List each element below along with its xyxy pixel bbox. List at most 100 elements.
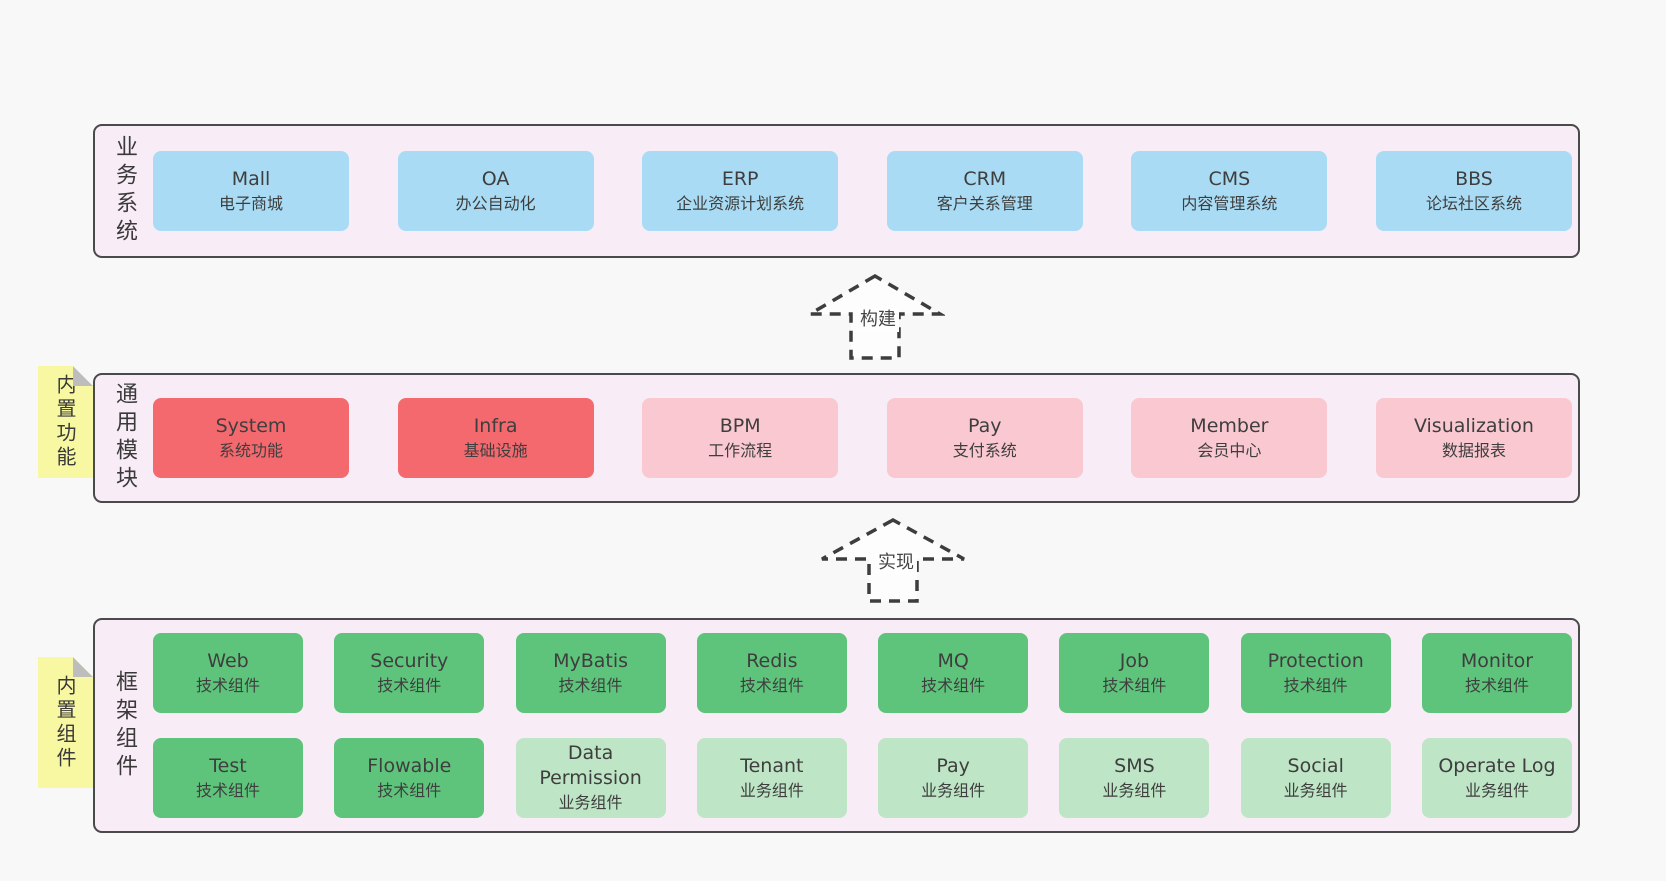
box-redis: Redis 技术组件 <box>696 633 847 713</box>
box-title: Member <box>1190 414 1269 437</box>
box-data-permission: Data Permission 业务组件 <box>515 738 666 818</box>
box-title: Flowable <box>367 754 452 777</box>
box-mall: Mall 电子商城 <box>153 151 349 231</box>
box-system: System 系统功能 <box>153 398 349 478</box>
box-subtitle: 业务组件 <box>921 780 986 800</box>
box-subtitle: 电子商城 <box>218 193 283 213</box>
box-subtitle: 会员中心 <box>1197 440 1262 460</box>
box-subtitle: 技术组件 <box>558 675 623 695</box>
box-subtitle: 工作流程 <box>708 440 773 460</box>
box-test: Test 技术组件 <box>153 738 303 818</box>
layer-business-systems: 业务系统 Mall 电子商城 OA 办公自动化 ERP 企业资源计划系统 CRM… <box>93 124 1580 258</box>
box-subtitle: 技术组件 <box>377 675 442 695</box>
box-web: Web 技术组件 <box>153 633 303 713</box>
box-title: MQ <box>937 649 969 672</box>
box-subtitle: 技术组件 <box>1464 675 1529 695</box>
box-subtitle: 业务组件 <box>739 780 804 800</box>
box-title: Social <box>1287 754 1344 777</box>
arrow-label-build: 构建 <box>857 308 899 332</box>
box-member: Member 会员中心 <box>1131 398 1328 478</box>
box-cms: CMS 内容管理系统 <box>1131 151 1328 231</box>
box-subtitle: 技术组件 <box>1102 675 1167 695</box>
box-security: Security 技术组件 <box>334 633 485 713</box>
sticky-note-label: 内置功能 <box>53 374 77 470</box>
box-title: Visualization <box>1413 414 1534 437</box>
sticky-note-built-in-features: 内置功能 <box>38 366 93 478</box>
box-subtitle: 支付系统 <box>952 440 1017 460</box>
box-mybatis: MyBatis 技术组件 <box>515 633 666 713</box>
box-subtitle: 技术组件 <box>1283 675 1348 695</box>
box-operate-log: Operate Log 业务组件 <box>1421 738 1572 818</box>
box-visualization: Visualization 数据报表 <box>1375 398 1572 478</box>
box-subtitle: 业务组件 <box>558 793 623 812</box>
box-tenant: Tenant 业务组件 <box>696 738 847 818</box>
box-subtitle: 客户关系管理 <box>936 193 1033 213</box>
component-boxes: Web 技术组件 Security 技术组件 MyBatis 技术组件 Redi… <box>153 620 1578 831</box>
box-subtitle: 业务组件 <box>1102 780 1167 800</box>
box-title: Tenant <box>740 754 804 777</box>
box-subtitle: 业务组件 <box>1283 780 1348 800</box>
box-subtitle: 技术组件 <box>377 780 442 800</box>
sticky-note-built-in-components: 内置组件 <box>38 657 93 788</box>
box-title: ERP <box>721 167 759 190</box>
box-subtitle: 企业资源计划系统 <box>676 193 805 213</box>
box-title: Pay <box>936 754 970 777</box>
box-job: Job 技术组件 <box>1059 633 1210 713</box>
box-mq: MQ 技术组件 <box>878 633 1029 713</box>
box-subtitle: 技术组件 <box>195 675 260 695</box>
box-title: System <box>215 414 287 437</box>
layer-common-modules: 通用模块 System 系统功能 Infra 基础设施 BPM 工作流程 Pay… <box>93 373 1580 503</box>
box-title: MyBatis <box>553 649 629 672</box>
box-bbs: BBS 论坛社区系统 <box>1375 151 1572 231</box>
box-subtitle: 技术组件 <box>921 675 986 695</box>
sticky-note-label: 内置组件 <box>53 674 77 771</box>
box-title: Monitor <box>1460 649 1534 672</box>
box-subtitle: 基础设施 <box>463 440 528 460</box>
box-title: Protection <box>1267 649 1364 672</box>
business-boxes: Mall 电子商城 OA 办公自动化 ERP 企业资源计划系统 CRM 客户关系… <box>153 126 1578 256</box>
box-title: CMS <box>1208 167 1251 190</box>
box-title: Mall <box>231 167 271 190</box>
box-pay-module: Pay 支付系统 <box>886 398 1083 478</box>
folded-corner-icon <box>73 657 93 677</box>
box-sms: SMS 业务组件 <box>1059 738 1210 818</box>
box-title: Job <box>1119 649 1150 672</box>
box-crm: CRM 客户关系管理 <box>886 151 1083 231</box>
box-title: Security <box>370 649 449 672</box>
box-protection: Protection 技术组件 <box>1240 633 1391 713</box>
box-title: Redis <box>746 649 798 672</box>
layer-label-components: 框架组件 <box>112 669 137 782</box>
box-title: Test <box>209 754 247 777</box>
box-subtitle: 系统功能 <box>218 440 283 460</box>
box-monitor: Monitor 技术组件 <box>1421 633 1572 713</box>
layer-framework-components: 框架组件 Web 技术组件 Security 技术组件 MyBatis 技术组件… <box>93 618 1580 833</box>
box-title: BPM <box>719 414 761 437</box>
box-subtitle: 技术组件 <box>739 675 804 695</box>
box-title: SMS <box>1114 754 1155 777</box>
box-flowable: Flowable 技术组件 <box>334 738 485 818</box>
module-boxes: System 系统功能 Infra 基础设施 BPM 工作流程 Pay 支付系统… <box>153 375 1578 501</box>
box-title: Data Permission <box>539 742 642 789</box>
box-subtitle: 论坛社区系统 <box>1425 193 1522 213</box>
box-title: OA <box>481 167 510 190</box>
box-title: Pay <box>968 414 1002 437</box>
box-pay-component: Pay 业务组件 <box>878 738 1029 818</box>
box-oa: OA 办公自动化 <box>397 151 594 231</box>
layer-label-modules: 通用模块 <box>112 382 137 494</box>
box-infra: Infra 基础设施 <box>397 398 594 478</box>
box-social: Social 业务组件 <box>1240 738 1391 818</box>
box-subtitle: 数据报表 <box>1441 440 1506 460</box>
box-title: BBS <box>1455 167 1493 190</box>
layer-label-business: 业务系统 <box>112 135 137 247</box>
folded-corner-icon <box>73 366 93 386</box>
box-subtitle: 内容管理系统 <box>1181 193 1278 213</box>
box-title: Infra <box>473 414 518 437</box>
arrow-label-implement: 实现 <box>875 551 917 575</box>
box-erp: ERP 企业资源计划系统 <box>642 151 839 231</box>
box-bpm: BPM 工作流程 <box>642 398 839 478</box>
box-title: Web <box>207 649 249 672</box>
component-row-1: Web 技术组件 Security 技术组件 MyBatis 技术组件 Redi… <box>153 633 1572 713</box>
box-title: Operate Log <box>1438 754 1556 777</box>
box-subtitle: 技术组件 <box>195 780 260 800</box>
component-row-2: Test 技术组件 Flowable 技术组件 Data Permission … <box>153 738 1572 818</box>
